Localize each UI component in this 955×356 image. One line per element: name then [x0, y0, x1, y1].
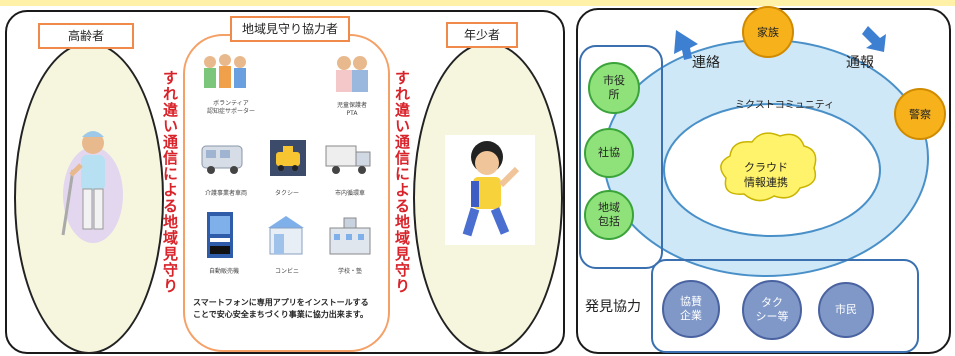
- vending-machine-icon: [207, 212, 233, 258]
- school-icon: [329, 217, 371, 255]
- taxi-node: タク シー等: [742, 280, 802, 340]
- city-hall-node: 市役 所: [588, 62, 640, 114]
- vending-machine-caption: 自動販売機: [208, 268, 239, 275]
- child-illustration: [445, 135, 535, 245]
- vertical-text-left: すれ違い通信による地域見守り: [161, 70, 179, 294]
- circulating-vehicle-caption: 市内循環車: [334, 190, 365, 197]
- elderly-label: 高齢者: [38, 23, 134, 49]
- youth-label: 年少者: [446, 22, 518, 48]
- volunteers-icon: [204, 54, 246, 88]
- volunteers-caption: ボランティア 認知症サポーター: [206, 100, 255, 115]
- convenience-store-icon: [268, 216, 304, 255]
- circulating-vehicle-icon: [325, 145, 371, 174]
- cloud-label: クラウド 情報連携: [744, 161, 788, 189]
- mixed-community-label: ミクストコミュニティ: [735, 100, 835, 111]
- citizen-node: 市民: [818, 282, 874, 338]
- vertical-text-right: すれ違い通信による地域見守り: [393, 70, 411, 294]
- taxi-icon: [270, 140, 306, 176]
- top-accent-bar: [0, 0, 955, 6]
- discovery-label: 発見協力: [585, 299, 641, 315]
- cooperator-label: 地域見守り協力者: [230, 16, 350, 42]
- renraku-label: 連絡: [692, 55, 720, 71]
- police-node: 警察: [894, 88, 946, 140]
- guardians-icon: [336, 56, 368, 92]
- sponsor-node: 協賛 企業: [662, 280, 720, 338]
- care-vehicle-caption: 介護事業者車両: [204, 190, 247, 197]
- care-vehicle-icon: [201, 145, 243, 174]
- guardians-caption: 児童保護者 PTA: [336, 102, 367, 117]
- tsuhou-label: 通報: [846, 55, 874, 71]
- family-node: 家族: [742, 6, 794, 58]
- convenience-store-caption: コンビニ: [274, 268, 299, 275]
- taxi-caption: タクシー: [274, 190, 299, 197]
- elderly-person-illustration: [61, 131, 123, 243]
- school-caption: 学校・塾: [337, 268, 362, 275]
- chiiki-node: 地域 包括: [584, 190, 634, 240]
- shakyo-node: 社協: [584, 128, 634, 178]
- app-install-note: スマートフォンに専用アプリをインストールする ことで安心安全まちづくり事業に協力…: [193, 298, 369, 319]
- community-diagram: [579, 26, 929, 353]
